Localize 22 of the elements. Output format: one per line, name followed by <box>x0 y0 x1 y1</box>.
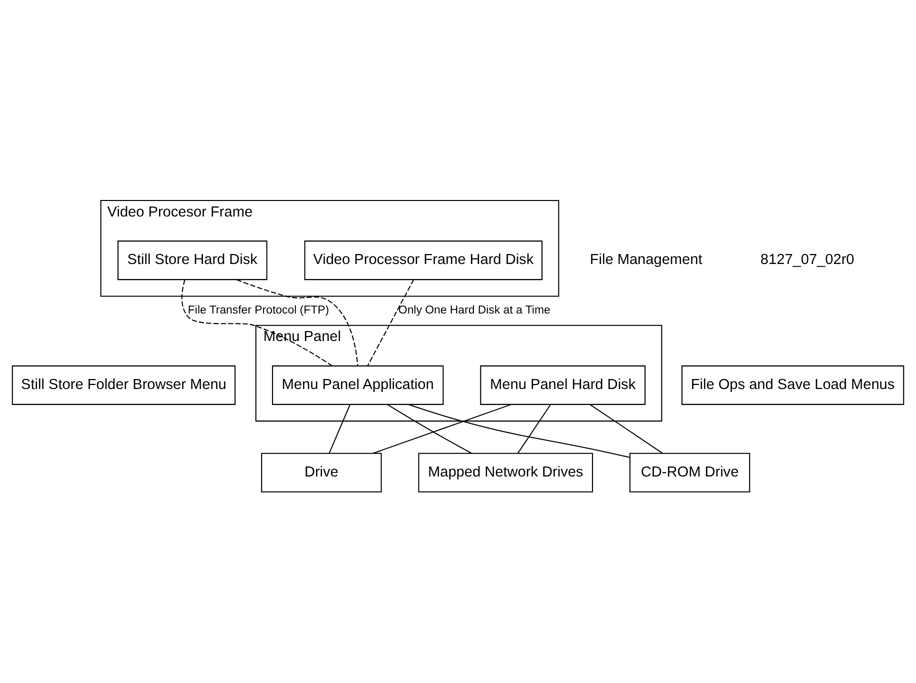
connector <box>328 404 350 453</box>
node-box: Still Store Hard Disk <box>117 240 268 280</box>
connector <box>518 404 551 453</box>
connector <box>181 279 333 366</box>
connector <box>408 403 630 458</box>
edge-label: Only One Hard Disk at a Time <box>398 304 550 316</box>
connector <box>372 404 512 454</box>
node-box: Menu Panel Application <box>272 364 444 404</box>
connector <box>367 279 414 366</box>
node-box: Mapped Network Drives <box>418 452 593 492</box>
node-box: Still Store Folder Browser Menu <box>12 364 236 404</box>
node-box: CD-ROM Drive <box>629 452 750 492</box>
connector <box>236 278 358 366</box>
edge-label: File Transfer Protocol (FTP) <box>188 304 330 316</box>
node-box: Menu Panel Hard Disk <box>480 364 646 404</box>
connector <box>590 404 663 454</box>
node-box: File Ops and Save Load Menus <box>681 364 904 404</box>
label: File Management <box>590 252 702 268</box>
node-box: Video Processor Frame Hard Disk <box>304 240 543 280</box>
connector <box>387 404 472 454</box>
node-box: Drive <box>261 452 382 492</box>
label: 8127_07_02r0 <box>760 252 854 268</box>
